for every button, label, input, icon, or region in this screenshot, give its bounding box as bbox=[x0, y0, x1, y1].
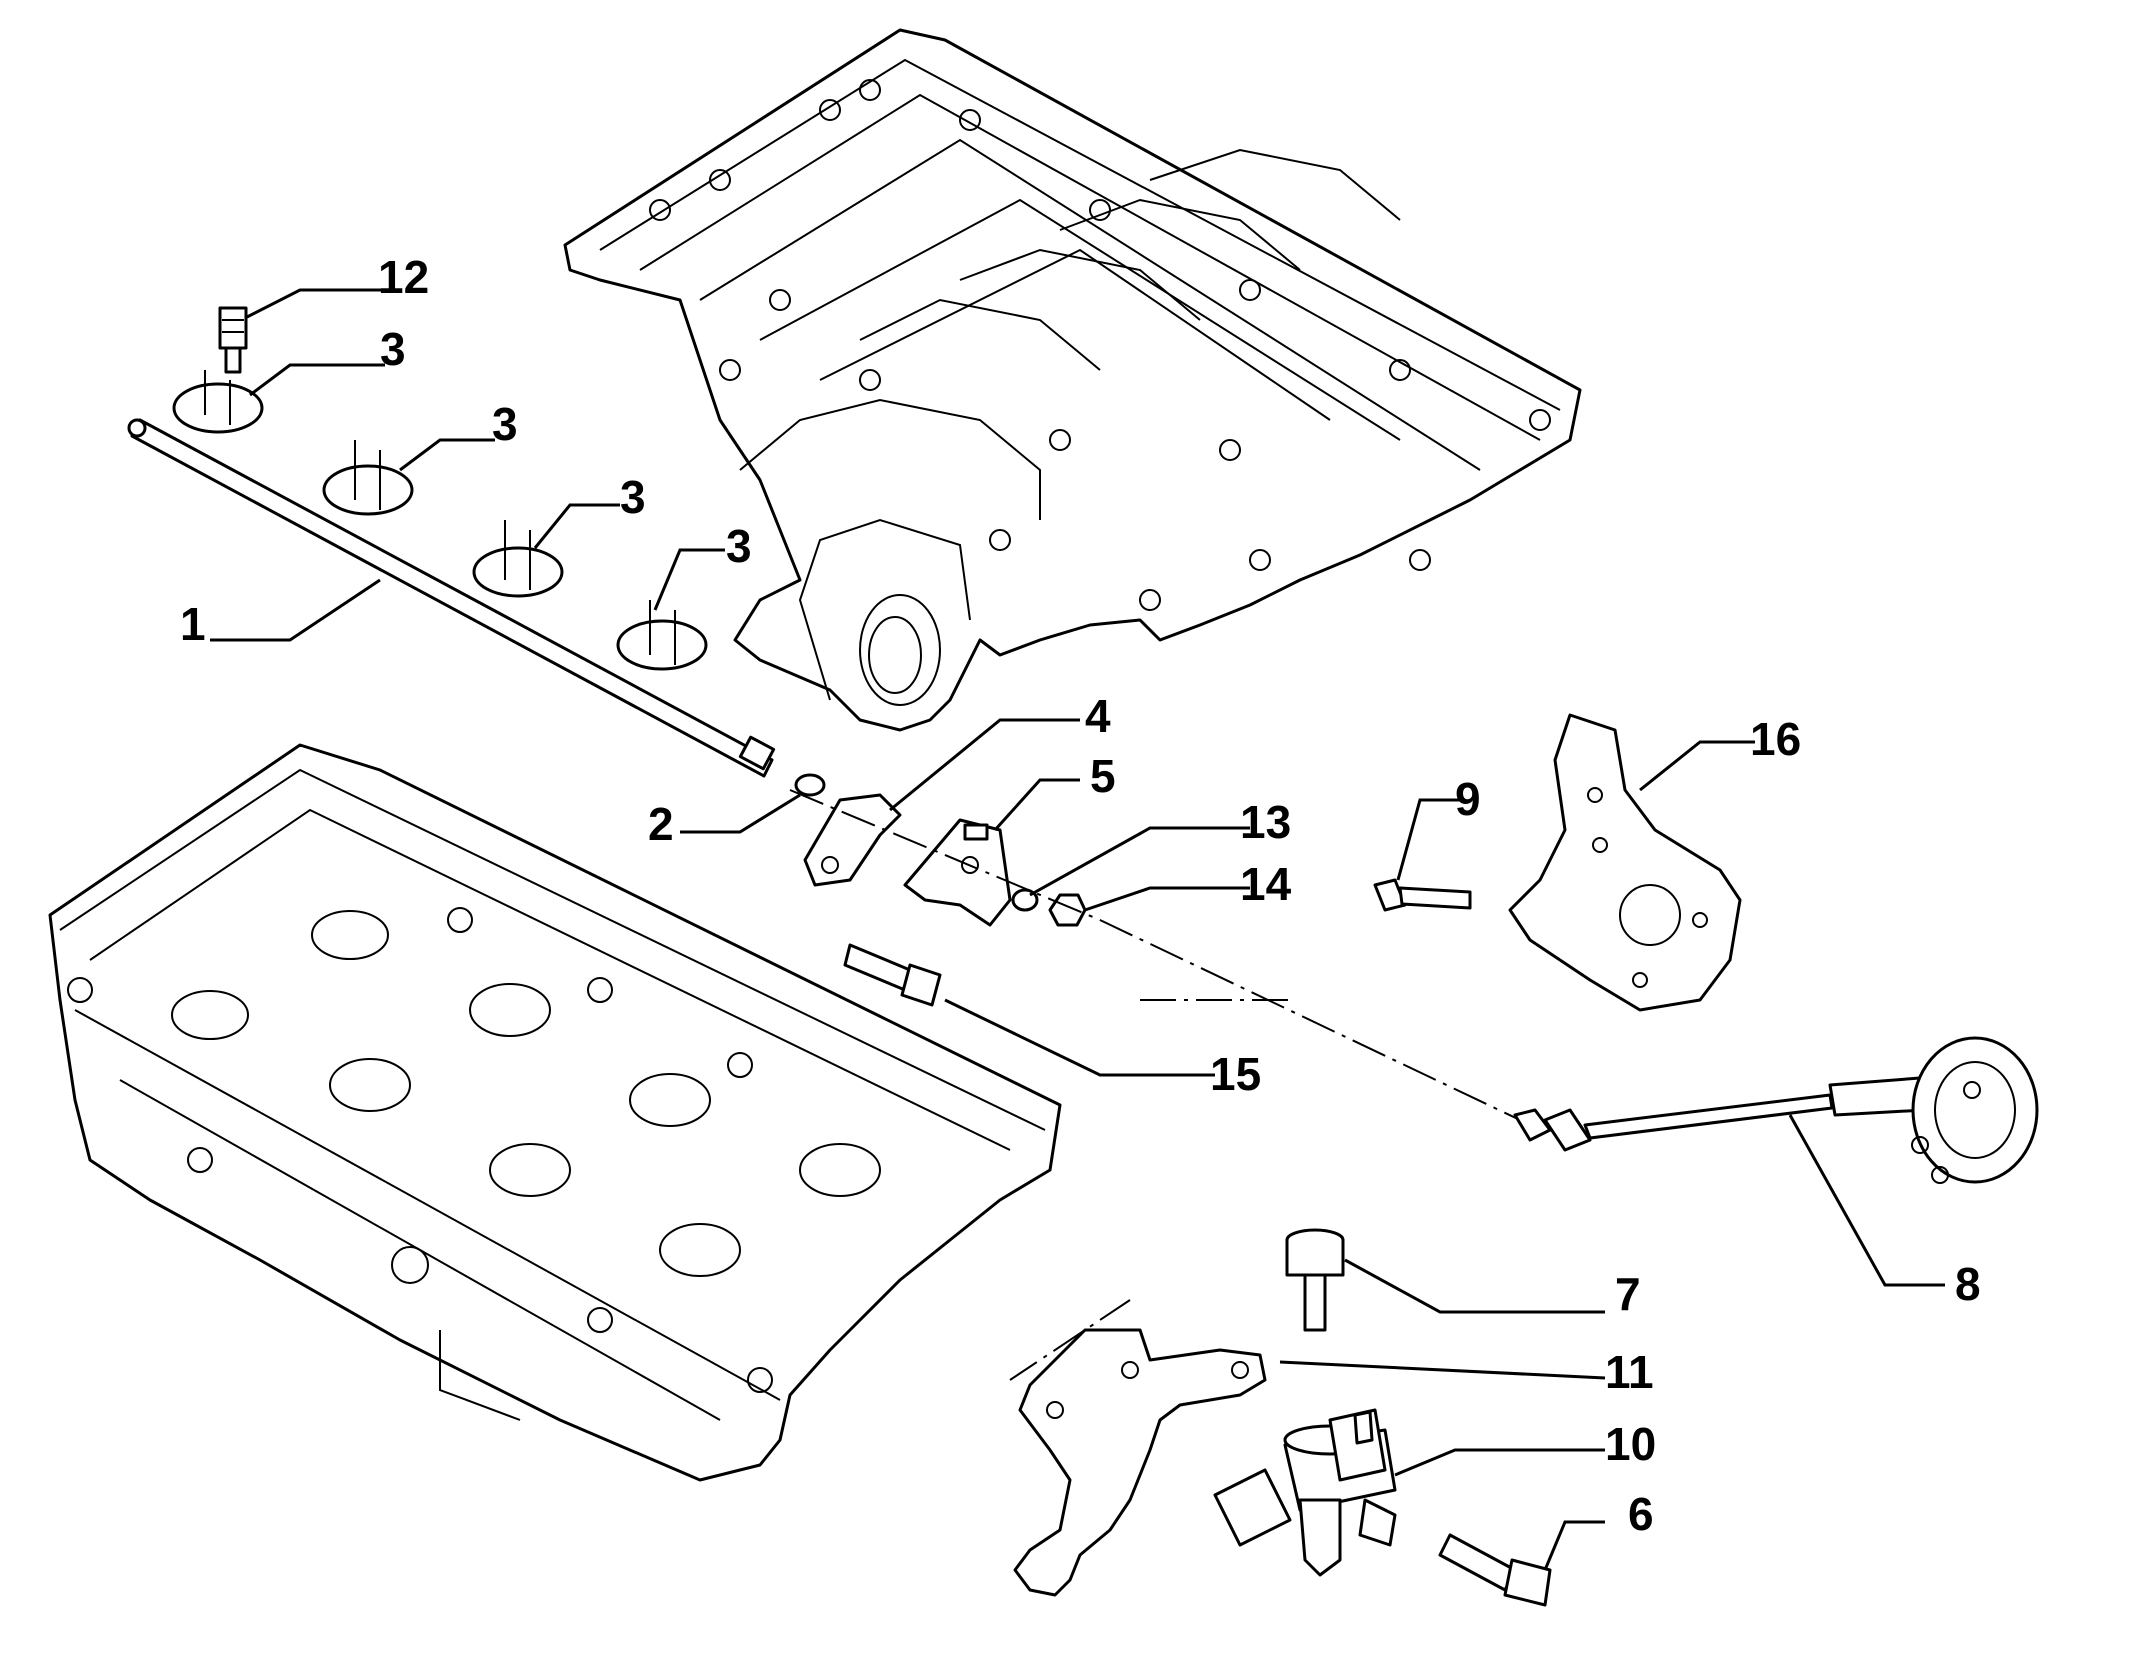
washer-2 bbox=[794, 773, 826, 797]
vacuum-actuator-8 bbox=[1513, 1036, 2039, 1184]
swirl-valve-3 bbox=[472, 520, 564, 598]
bracket-11 bbox=[1013, 1328, 1267, 1597]
solenoid-valve-10 bbox=[1213, 1408, 1397, 1577]
swirl-valve-1 bbox=[172, 370, 264, 434]
intake-manifold bbox=[563, 28, 1582, 732]
callout-2: 2 bbox=[648, 798, 674, 850]
swirl-shaft bbox=[127, 418, 776, 778]
callout-3-b: 3 bbox=[492, 398, 518, 450]
callout-6: 6 bbox=[1628, 1488, 1654, 1540]
leader-lines bbox=[210, 288, 1945, 1571]
callout-11: 11 bbox=[1605, 1346, 1654, 1398]
swirl-valve-4 bbox=[616, 600, 708, 671]
callout-13: 13 bbox=[1240, 796, 1291, 848]
callout-4: 4 bbox=[1085, 690, 1111, 742]
lever-4 bbox=[803, 793, 902, 887]
callout-3-c: 3 bbox=[620, 471, 646, 523]
bolt-12 bbox=[218, 306, 248, 374]
bolt-15 bbox=[843, 943, 942, 1007]
callout-5: 5 bbox=[1090, 750, 1116, 802]
callout-15: 15 bbox=[1210, 1048, 1261, 1100]
callout-3-d: 3 bbox=[726, 520, 752, 572]
callout-12: 12 bbox=[378, 251, 429, 303]
bracket-16 bbox=[1508, 713, 1742, 1012]
callout-10: 10 bbox=[1605, 1418, 1656, 1470]
lever-5 bbox=[903, 818, 1012, 927]
cap-7 bbox=[1285, 1228, 1345, 1332]
callout-1: 1 bbox=[180, 598, 206, 650]
callout-16: 16 bbox=[1750, 713, 1801, 765]
cylinder-head bbox=[48, 743, 1062, 1482]
callout-7: 7 bbox=[1615, 1268, 1641, 1320]
callout-labels: 12 3 3 3 3 1 2 4 5 13 14 15 16 9 8 7 11 … bbox=[180, 251, 1981, 1540]
callout-3-a: 3 bbox=[380, 323, 406, 375]
swirl-valve-2 bbox=[322, 440, 414, 516]
bolt-6 bbox=[1438, 1533, 1552, 1607]
callout-14: 14 bbox=[1240, 858, 1292, 910]
nut-14 bbox=[1048, 893, 1087, 927]
callout-8: 8 bbox=[1955, 1258, 1981, 1310]
bolt-9 bbox=[1373, 878, 1472, 912]
callout-9: 9 bbox=[1455, 773, 1481, 825]
